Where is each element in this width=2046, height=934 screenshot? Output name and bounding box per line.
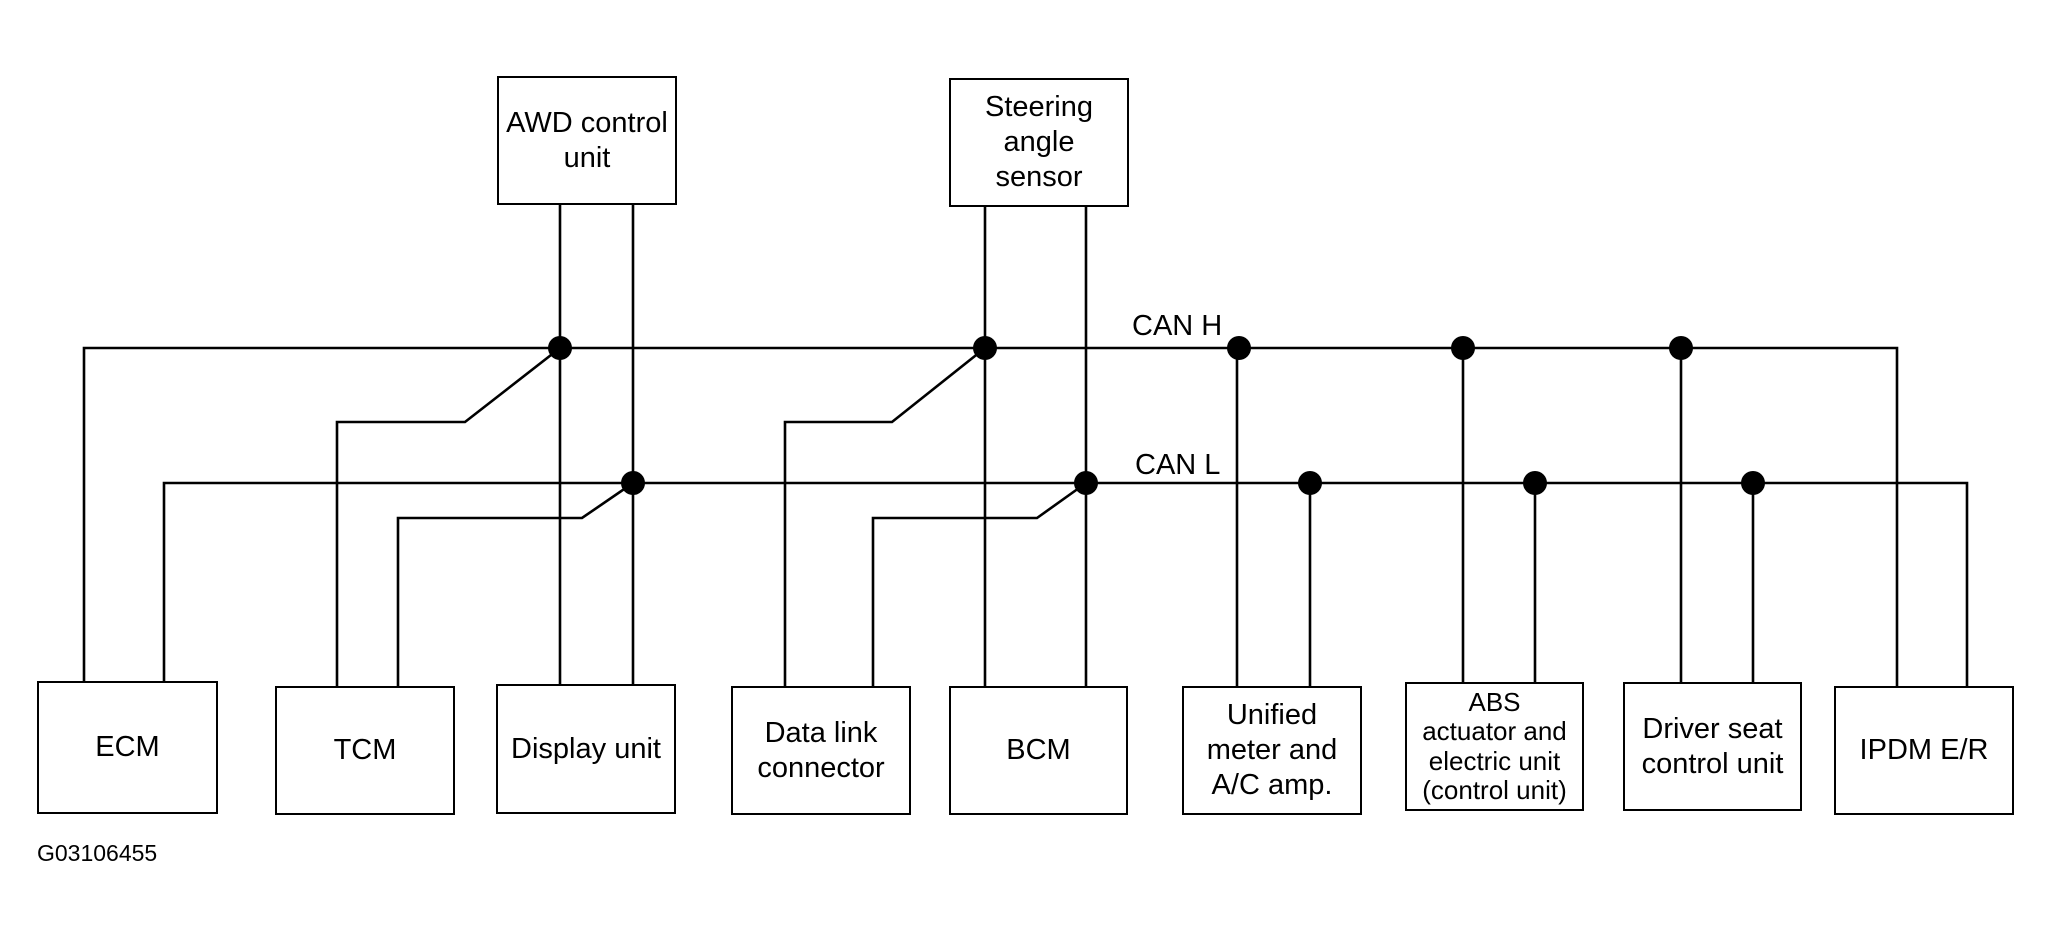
awd-control-unit-label: AWD control unit [506, 106, 668, 174]
junction-dot [1298, 471, 1322, 495]
steering-angle-sensor-label: Steering angle sensor [984, 91, 1093, 193]
unified-meter-label: Unified meter and A/C amp. [1206, 699, 1338, 801]
unified-meter-box: Unified meter and A/C amp. [1182, 686, 1362, 815]
dlc-can-h-wire [783, 346, 986, 690]
display-unit-box: Display unit [496, 684, 676, 814]
can-h-label: CAN H [1132, 310, 1223, 342]
awd-control-unit-box: AWD control unit [497, 76, 677, 205]
ecm-box: ECM [37, 681, 218, 814]
abs-actuator-label: ABS actuator and electric unit (control … [1422, 687, 1567, 805]
ecm-label: ECM [95, 731, 160, 764]
junction-dot [973, 336, 997, 360]
driver-seat-control-unit-label: Driver seat control unit [1641, 712, 1784, 780]
junction-dot [1227, 336, 1251, 360]
figure-id: G03106455 [37, 840, 158, 866]
junction-dot [1741, 471, 1765, 495]
bcm-box: BCM [949, 686, 1128, 815]
abs-actuator-box: ABS actuator and electric unit (control … [1405, 682, 1584, 811]
junction-dot [1669, 336, 1693, 360]
display-unit-label: Display unit [511, 732, 661, 765]
tcm-can-h-wire [335, 346, 561, 690]
junction-dot [1074, 471, 1098, 495]
junction-dot [1523, 471, 1547, 495]
can-l-label: CAN L [1135, 449, 1221, 481]
tcm-label: TCM [333, 734, 397, 767]
junction-dot [548, 336, 572, 360]
dlc-can-l-wire [871, 481, 1087, 690]
data-link-connector-box: Data link connector [731, 686, 911, 815]
can-l-bus-line [162, 481, 1969, 688]
tcm-box: TCM [275, 686, 455, 815]
tcm-can-l-wire [396, 481, 634, 690]
driver-seat-control-unit-box: Driver seat control unit [1623, 682, 1802, 811]
ipdm-er-label: IPDM E/R [1859, 734, 1989, 767]
steering-angle-sensor-box: Steering angle sensor [949, 78, 1129, 207]
data-link-connector-label: Data link connector [757, 716, 885, 784]
junction-dot [621, 471, 645, 495]
ipdm-er-box: IPDM E/R [1834, 686, 2014, 815]
bcm-label: BCM [1006, 734, 1071, 767]
junction-dot [1451, 336, 1475, 360]
